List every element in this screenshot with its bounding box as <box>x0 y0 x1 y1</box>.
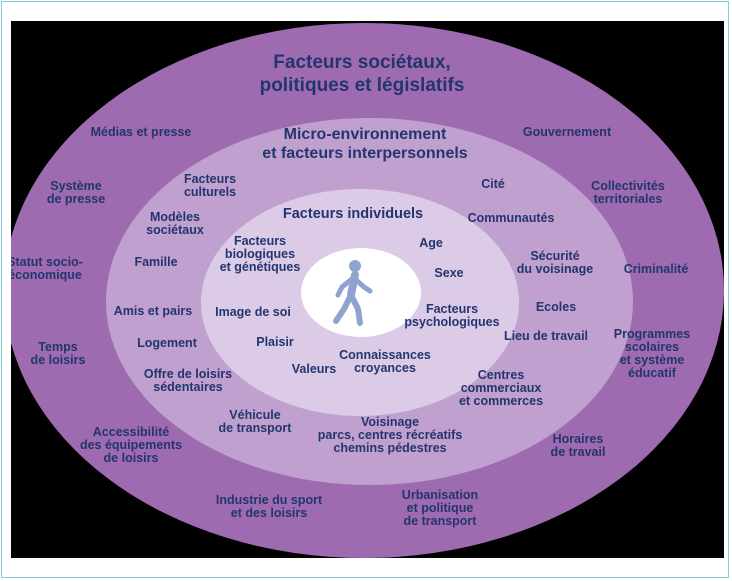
societal-item-urbanisation: Urbanisation et politique de transport <box>401 488 479 528</box>
societal-item-medias: Médias et presse <box>90 125 192 139</box>
micro-title: Micro-environnement et facteurs interper… <box>262 126 468 162</box>
micro-item-securite: Sécurité du voisinage <box>516 249 594 276</box>
micro-item-famille: Famille <box>134 255 178 269</box>
societal-item-criminalite: Criminalité <box>623 262 689 276</box>
micro-item-communautes: Communautés <box>467 211 555 225</box>
individual-item-image-soi: Image de soi <box>215 305 291 319</box>
individual-item-sexe: Sexe <box>434 266 464 280</box>
micro-item-culturels: Facteurs culturels <box>183 172 237 199</box>
micro-item-modeles: Modèles sociétaux <box>146 210 204 237</box>
societal-title: Facteurs sociétaux, politiques et législ… <box>259 52 465 96</box>
micro-item-lieu-travail: Lieu de travail <box>503 329 589 343</box>
individual-item-psychologiques: Facteurs psychologiques <box>404 302 500 329</box>
individual-item-age: Age <box>419 236 443 250</box>
individual-title: Facteurs individuels <box>282 206 424 222</box>
societal-item-statut: Statut socio- économique <box>11 255 83 282</box>
individual-item-connaissances: Connaissances croyances <box>339 348 431 375</box>
micro-item-amis: Amis et pairs <box>113 304 193 318</box>
walking-person-icon <box>333 260 373 326</box>
societal-item-accessibilite: Accessibilité des équipements de loisirs <box>79 425 183 465</box>
societal-item-temps-loisirs: Temps de loisirs <box>30 340 86 367</box>
societal-item-gouvernement: Gouvernement <box>522 125 612 139</box>
micro-item-centres: Centres commerciaux et commerces <box>458 368 544 408</box>
societal-item-horaires: Horaires de travail <box>550 432 606 459</box>
societal-item-systeme-presse: Système de presse <box>46 179 106 206</box>
micro-item-logement: Logement <box>137 336 197 350</box>
individual-item-biologiques: Facteurs biologiques et génétiques <box>219 234 301 274</box>
societal-item-programmes: Programmes scolaires et système éducatif <box>613 327 691 380</box>
individual-item-plaisir: Plaisir <box>256 335 294 349</box>
individual-item-valeurs: Valeurs <box>291 362 337 376</box>
societal-item-collectivites: Collectivités territoriales <box>591 179 665 206</box>
micro-item-vehicule: Véhicule de transport <box>218 408 292 435</box>
micro-item-cite: Cité <box>481 177 505 191</box>
micro-item-offre-loisirs: Offre de loisirs sédentaires <box>143 367 233 394</box>
micro-item-ecoles: Ecoles <box>535 300 577 314</box>
societal-item-industrie: Industrie du sport et des loisirs <box>215 493 323 520</box>
micro-item-voisinage: Voisinage parcs, centres récréatifs chem… <box>317 415 463 455</box>
diagram-canvas: Facteurs sociétaux, politiques et législ… <box>11 21 724 558</box>
